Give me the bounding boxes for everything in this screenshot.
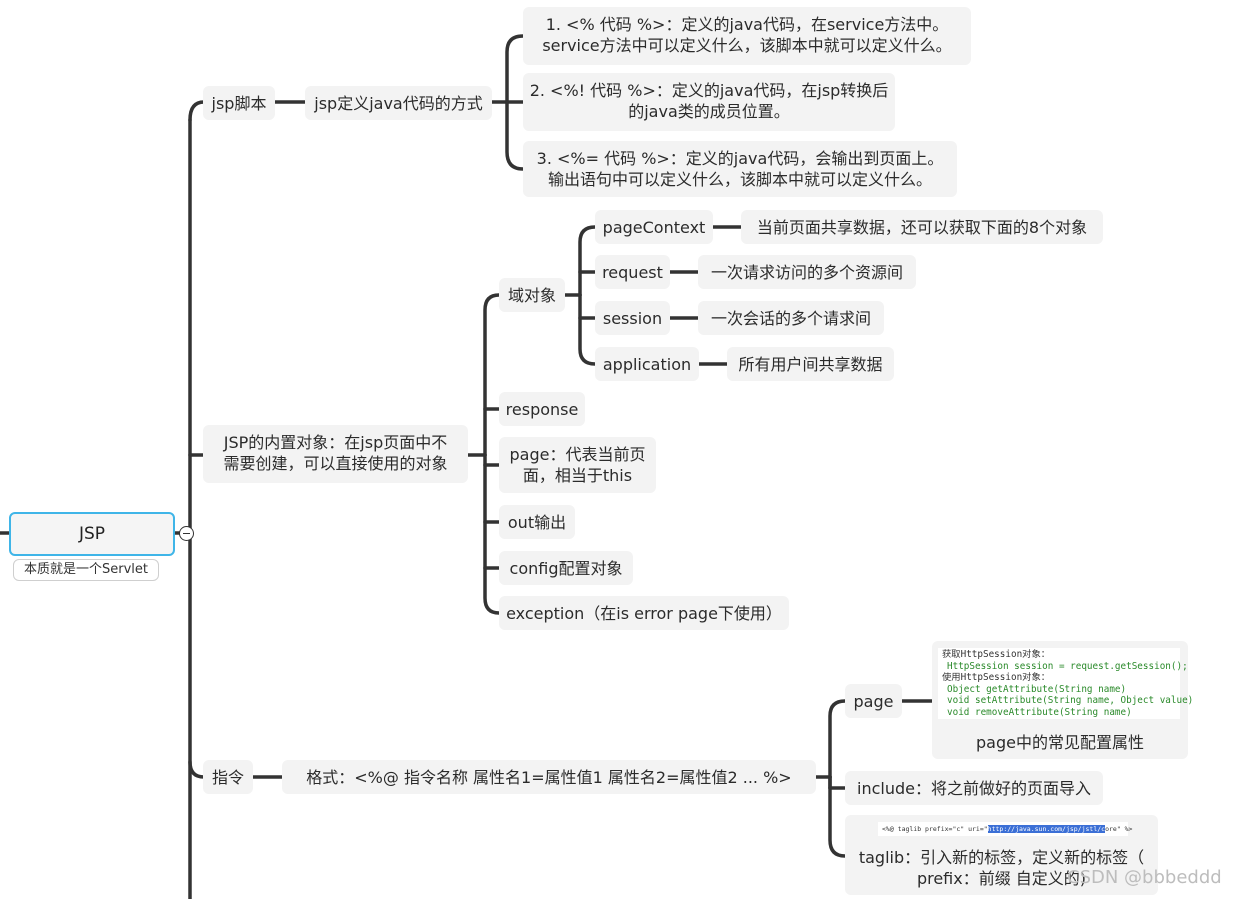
taglib-code-pre: <%@ taglib prefix="c" uri=" [882, 825, 988, 833]
node-application[interactable]: application [595, 347, 699, 381]
session-desc-label: 一次会话的多个请求间 [710, 308, 871, 328]
node-scriptlet-3[interactable]: 3. <%= 代码 %>：定义的java代码，会输出到页面上。 输出语句中可以定… [523, 141, 957, 197]
domain-objects-label: 域对象 [507, 285, 556, 305]
taglib-code-post: ore" %> [1105, 825, 1133, 833]
node-domain-objects[interactable]: 域对象 [499, 278, 565, 312]
scriptlet-1-line1: 1. <% 代码 %>：定义的java代码，在service方法中。 [545, 15, 949, 34]
node-taglib[interactable]: <%@ taglib prefix="c" uri="http://java.s… [845, 815, 1158, 895]
application-desc-label: 所有用户间共享数据 [738, 354, 883, 374]
code-line5: void setAttribute(String name, Object va… [947, 695, 1194, 707]
scriptlet-2-line1: 2. <%! 代码 %>：定义的java代码，在jsp转换后 [529, 81, 889, 100]
node-builtin-objects[interactable]: JSP的内置对象：在jsp页面中不 需要创建，可以直接使用的对象 [203, 425, 468, 483]
taglib-line2: prefix：前缀 自定义的) [916, 869, 1087, 888]
taglib-code-url: http://java.sun.com/jsp/jstl/c [987, 825, 1106, 833]
config-label: config配置对象 [509, 558, 623, 578]
node-application-desc[interactable]: 所有用户间共享数据 [727, 347, 894, 381]
code-line3: 使用HttpSession对象： [942, 672, 1051, 684]
node-directive[interactable]: 指令 [203, 760, 253, 794]
scriptlet-2-line2: 的java类的成员位置。 [628, 102, 790, 121]
node-session-desc[interactable]: 一次会话的多个请求间 [698, 301, 884, 335]
node-page-attributes[interactable]: 获取HttpSession对象： HttpSession session = r… [932, 641, 1194, 759]
exception-label: exception（在is error page下使用） [506, 603, 782, 623]
node-jsp-script[interactable]: jsp脚本 [203, 86, 275, 120]
node-pagecontext[interactable]: pageContext [595, 210, 713, 244]
node-out[interactable]: out输出 [499, 505, 575, 539]
application-label: application [602, 354, 692, 374]
page-attributes-caption: page中的常见配置属性 [976, 733, 1144, 752]
root-title: JSP [78, 524, 106, 544]
directive-format-label: 格式：<%@ 指令名称 属性名1=属性值1 属性名2=属性值2 ... %> [306, 767, 792, 787]
node-scriptlet-1[interactable]: 1. <% 代码 %>：定义的java代码，在service方法中。 servi… [523, 7, 971, 65]
node-pagecontext-desc[interactable]: 当前页面共享数据，还可以获取下面的8个对象 [741, 210, 1103, 244]
node-session[interactable]: session [595, 301, 670, 335]
page-object-line2: 面，相当于this [522, 466, 633, 485]
request-desc-label: 一次请求访问的多个资源间 [710, 262, 903, 282]
root-node-jsp[interactable]: JSP [9, 512, 175, 556]
page-code-image: 获取HttpSession对象： HttpSession session = r… [938, 648, 1194, 719]
node-directive-format[interactable]: 格式：<%@ 指令名称 属性名1=属性值1 属性名2=属性值2 ... %> [282, 760, 816, 794]
builtin-label-line2: 需要创建，可以直接使用的对象 [223, 454, 448, 473]
node-config[interactable]: config配置对象 [499, 551, 633, 585]
taglib-code-image: <%@ taglib prefix="c" uri="http://java.s… [878, 822, 1132, 836]
node-request-desc[interactable]: 一次请求访问的多个资源间 [698, 255, 916, 289]
node-java-code-methods[interactable]: jsp定义java代码的方式 [305, 86, 492, 120]
include-label: include：将之前做好的页面导入 [857, 778, 1091, 798]
node-page-directive[interactable]: page [845, 684, 902, 718]
pagecontext-label: pageContext [602, 217, 706, 237]
builtin-label-line1: JSP的内置对象：在jsp页面中不 [223, 433, 448, 452]
scriptlet-1-line2: service方法中可以定义什么，该脚本中就可以定义什么。 [542, 36, 952, 55]
code-line1: 获取HttpSession对象： [942, 649, 1051, 660]
page-object-line1: page：代表当前页 [509, 445, 646, 464]
session-label: session [602, 308, 663, 328]
scriptlet-3-line2: 输出语句中可以定义什么，该脚本中就可以定义什么。 [547, 170, 932, 189]
root-note: 本质就是一个Servlet [13, 559, 159, 581]
response-label: response [505, 399, 579, 419]
node-jsp-script-label: jsp脚本 [211, 93, 267, 113]
node-request[interactable]: request [595, 255, 670, 289]
node-page-object[interactable]: page：代表当前页 面，相当于this [499, 437, 656, 493]
node-exception[interactable]: exception（在is error page下使用） [499, 596, 789, 630]
taglib-line1: taglib：引入新的标签，定义新的标签（ [858, 848, 1145, 867]
out-label: out输出 [507, 512, 567, 532]
code-line6: void removeAttribute(String name) [947, 706, 1132, 718]
directive-label: 指令 [211, 767, 244, 787]
node-include[interactable]: include：将之前做好的页面导入 [845, 771, 1103, 805]
page-directive-label: page [853, 691, 894, 711]
node-java-code-methods-label: jsp定义java代码的方式 [314, 93, 483, 113]
node-response[interactable]: response [499, 392, 585, 426]
watermark: CSDN @bbbeddd [1067, 867, 1222, 888]
node-scriptlet-2[interactable]: 2. <%! 代码 %>：定义的java代码，在jsp转换后 的java类的成员… [523, 73, 895, 131]
code-line4: Object getAttribute(String name) [947, 683, 1127, 695]
code-line2: HttpSession session = request.getSession… [947, 660, 1188, 672]
request-label: request [602, 262, 663, 282]
scriptlet-3-line1: 3. <%= 代码 %>：定义的java代码，会输出到页面上。 [536, 149, 944, 168]
pagecontext-desc-label: 当前页面共享数据，还可以获取下面的8个对象 [756, 217, 1088, 237]
collapse-toggle-icon[interactable] [179, 526, 194, 541]
